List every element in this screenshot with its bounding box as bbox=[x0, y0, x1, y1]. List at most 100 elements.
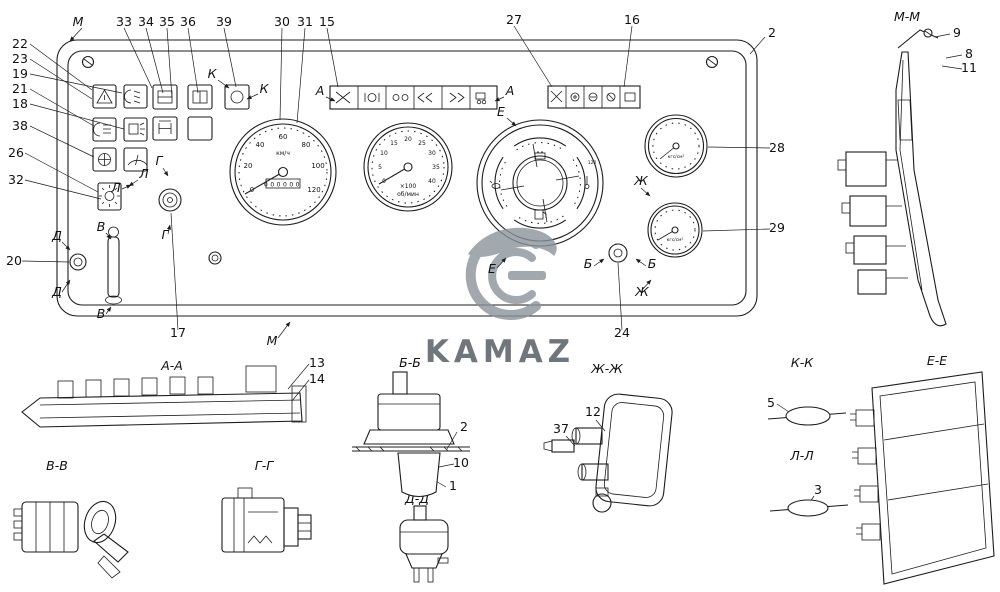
section-a: А bbox=[315, 83, 325, 98]
callout-27: 27 bbox=[506, 12, 522, 27]
fog-light-icon bbox=[124, 89, 132, 104]
section-l: Л bbox=[110, 180, 121, 195]
section-view-e-e bbox=[850, 371, 995, 585]
callout-leader-lines bbox=[21, 25, 963, 509]
section-m-top: М bbox=[73, 14, 84, 29]
section-v: В bbox=[97, 219, 106, 234]
panel-front-view bbox=[56, 39, 758, 317]
section-m-bottom: М bbox=[267, 333, 278, 348]
fuel-icon bbox=[534, 209, 547, 220]
air-pressure-unit: кгс/см² bbox=[668, 154, 685, 160]
oil-pressure-icon bbox=[489, 180, 501, 189]
switch-button bbox=[187, 84, 213, 110]
callout-16: 16 bbox=[624, 12, 640, 27]
switch-row-top bbox=[152, 84, 250, 212]
section-g: Г bbox=[162, 227, 170, 242]
callout-35: 35 bbox=[159, 14, 175, 29]
callout-9: 9 bbox=[953, 25, 961, 40]
cluster-needle bbox=[532, 143, 538, 168]
view-title-bb: Б-Б bbox=[399, 355, 421, 370]
section-b: Б bbox=[648, 256, 657, 271]
dimmer-knob bbox=[608, 243, 628, 263]
view-title-ll: Л-Л bbox=[789, 448, 814, 463]
callout-10: 10 bbox=[453, 455, 469, 470]
section-d: Д bbox=[51, 284, 62, 299]
section-e: Е bbox=[488, 261, 496, 276]
indicator-strip-left bbox=[329, 85, 498, 110]
switch-button bbox=[152, 84, 178, 110]
tach-tick: 5 bbox=[378, 164, 382, 171]
tach-tick: 25 bbox=[418, 140, 426, 147]
heater-switch bbox=[92, 147, 117, 172]
callout-11: 11 bbox=[961, 60, 977, 75]
section-view-l-l bbox=[769, 499, 849, 517]
callout-31: 31 bbox=[297, 14, 313, 29]
screw-part bbox=[923, 28, 933, 38]
section-view-v-v bbox=[13, 500, 129, 579]
cluster-subdial-top bbox=[513, 137, 567, 147]
indicator-lamp-icon bbox=[606, 92, 616, 102]
speedo-unit: км/ч bbox=[276, 150, 290, 157]
section-view-m-m bbox=[837, 28, 947, 327]
callout-20: 20 bbox=[6, 253, 22, 268]
section-k: К bbox=[208, 66, 218, 81]
switch-block-left bbox=[69, 84, 148, 305]
indicator-lamp-icon bbox=[550, 90, 563, 103]
section-l: Л bbox=[138, 166, 149, 181]
section-view-g-g bbox=[221, 487, 312, 553]
callout-labels: 22 23 19 21 18 38 26 32 20 33 34 35 36 3… bbox=[6, 12, 977, 497]
air-pressure-gauge: кгс/см² bbox=[644, 114, 708, 178]
oil-pressure-gauge: кгс/см² bbox=[647, 202, 703, 258]
view-title-gg: Г-Г bbox=[255, 458, 274, 473]
callout-18: 18 bbox=[12, 96, 28, 111]
callout-38: 38 bbox=[12, 118, 28, 133]
callout-3: 3 bbox=[814, 482, 822, 497]
callout-2b: 2 bbox=[460, 419, 468, 434]
view-title-kk: К-К bbox=[791, 355, 814, 370]
turn-left-indicator-icon bbox=[417, 92, 433, 103]
thermometer-icon bbox=[584, 176, 590, 189]
callout-36: 36 bbox=[180, 14, 196, 29]
tach-scale: ×100 bbox=[400, 183, 417, 190]
section-a: А bbox=[505, 83, 515, 98]
work-light-icon bbox=[128, 123, 139, 135]
switch-icon bbox=[230, 90, 244, 104]
indicator-lamp-icon bbox=[392, 94, 409, 101]
callout-13: 13 bbox=[309, 355, 325, 370]
hazard-switch bbox=[92, 84, 117, 109]
callout-23: 23 bbox=[12, 51, 28, 66]
section-k: К bbox=[260, 81, 270, 96]
cluster-subdial-bottom bbox=[513, 219, 567, 229]
view-title-mm: М-М bbox=[894, 9, 920, 24]
callout-32: 32 bbox=[8, 172, 24, 187]
cluster-needle bbox=[500, 185, 525, 191]
section-view-zh-zh bbox=[543, 393, 673, 513]
combination-gauge-cluster: 120 bbox=[476, 119, 604, 247]
wiper-icon bbox=[127, 159, 148, 166]
panel-screw-icon bbox=[208, 251, 222, 265]
panel-screw-icon bbox=[705, 55, 719, 69]
panel-screw-icon bbox=[81, 55, 95, 69]
view-title-ee: Е-Е bbox=[927, 353, 947, 368]
indicator-lamp-icon bbox=[364, 93, 380, 102]
cluster-right-max: 120 bbox=[588, 160, 597, 166]
headlight-switch bbox=[92, 117, 117, 142]
speedometer-gauge: 0 20 40 60 80 100 120 км/ч 000000 bbox=[229, 118, 337, 226]
headlight-icon bbox=[93, 122, 101, 137]
callout-28: 28 bbox=[769, 140, 785, 155]
oil-pressure-unit: кгс/см² bbox=[667, 237, 684, 243]
section-g: Г bbox=[156, 153, 164, 168]
panel-light-switch bbox=[97, 182, 122, 211]
callout-39: 39 bbox=[216, 14, 232, 29]
view-title-zhzh: Ж-Ж bbox=[590, 361, 623, 376]
cluster-needle bbox=[555, 175, 580, 181]
indicator-lamp-icon bbox=[588, 92, 598, 102]
section-view-d-d bbox=[399, 505, 449, 583]
section-view-k-k bbox=[767, 406, 847, 426]
speedo-tick: 40 bbox=[256, 141, 265, 149]
tach-tick: 30 bbox=[428, 150, 436, 157]
tach-tick: 15 bbox=[390, 140, 398, 147]
section-view-a-a bbox=[21, 365, 307, 428]
